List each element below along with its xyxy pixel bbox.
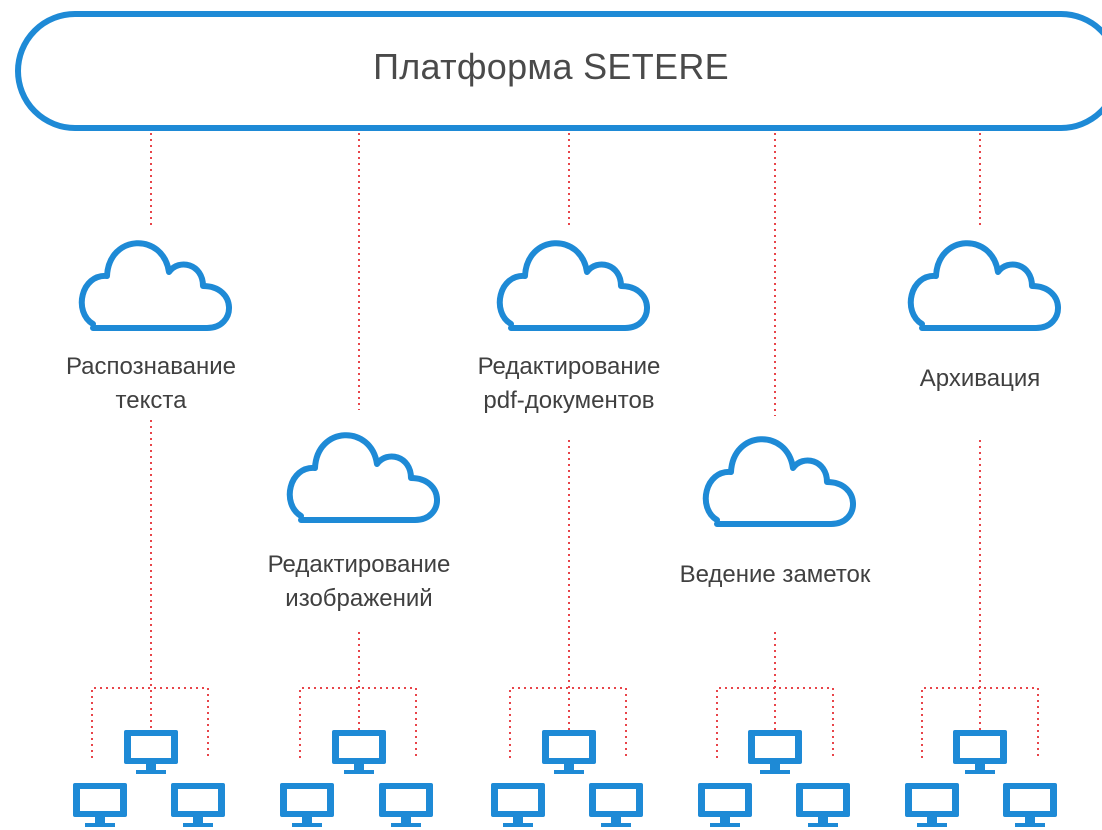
platform-bar bbox=[15, 11, 1102, 131]
monitor-icon bbox=[1003, 783, 1057, 827]
monitor-icon bbox=[280, 783, 334, 827]
cloud-icon bbox=[82, 243, 229, 328]
monitor-icon bbox=[953, 730, 1007, 774]
cloud-icon bbox=[706, 439, 853, 524]
platform-title: Платформа SETERE bbox=[373, 46, 729, 87]
cluster-branches bbox=[91, 687, 1039, 758]
service-label-image-editing: Редактирование изображений bbox=[249, 548, 469, 616]
monitor-icon bbox=[171, 783, 225, 827]
platform-connectors bbox=[150, 133, 981, 416]
monitor-icon bbox=[589, 783, 643, 827]
monitor-icon bbox=[748, 730, 802, 774]
service-label-line: pdf-документов bbox=[483, 387, 655, 414]
service-label-line: Распознавание bbox=[65, 353, 237, 380]
client-connectors bbox=[150, 420, 981, 730]
monitor-icon bbox=[542, 730, 596, 774]
service-label-line: Редактирование bbox=[267, 551, 451, 578]
service-label-archiving: Архивация bbox=[880, 362, 1080, 396]
cloud-icon bbox=[911, 243, 1058, 328]
service-label-text-recognition: Распознавание текста bbox=[51, 350, 251, 418]
monitor-icon bbox=[491, 783, 545, 827]
monitor-icon bbox=[124, 730, 178, 774]
monitor-icon bbox=[905, 783, 959, 827]
service-label-pdf-editing: Редактирование pdf-документов bbox=[459, 350, 679, 418]
monitor-icon bbox=[796, 783, 850, 827]
monitor-icon bbox=[379, 783, 433, 827]
monitor-icon bbox=[73, 783, 127, 827]
service-label-line: Редактирование bbox=[477, 353, 661, 380]
cloud-icon bbox=[500, 243, 647, 328]
service-label-line: изображений bbox=[285, 585, 433, 612]
monitor-icon bbox=[698, 783, 752, 827]
monitor-icon bbox=[332, 730, 386, 774]
service-label-line: Архивация bbox=[919, 365, 1041, 392]
service-label-line: текста bbox=[115, 387, 187, 414]
service-label-note-taking: Ведение заметок bbox=[655, 558, 895, 592]
service-label-line: Ведение заметок bbox=[679, 561, 871, 588]
cloud-icon bbox=[290, 435, 437, 520]
